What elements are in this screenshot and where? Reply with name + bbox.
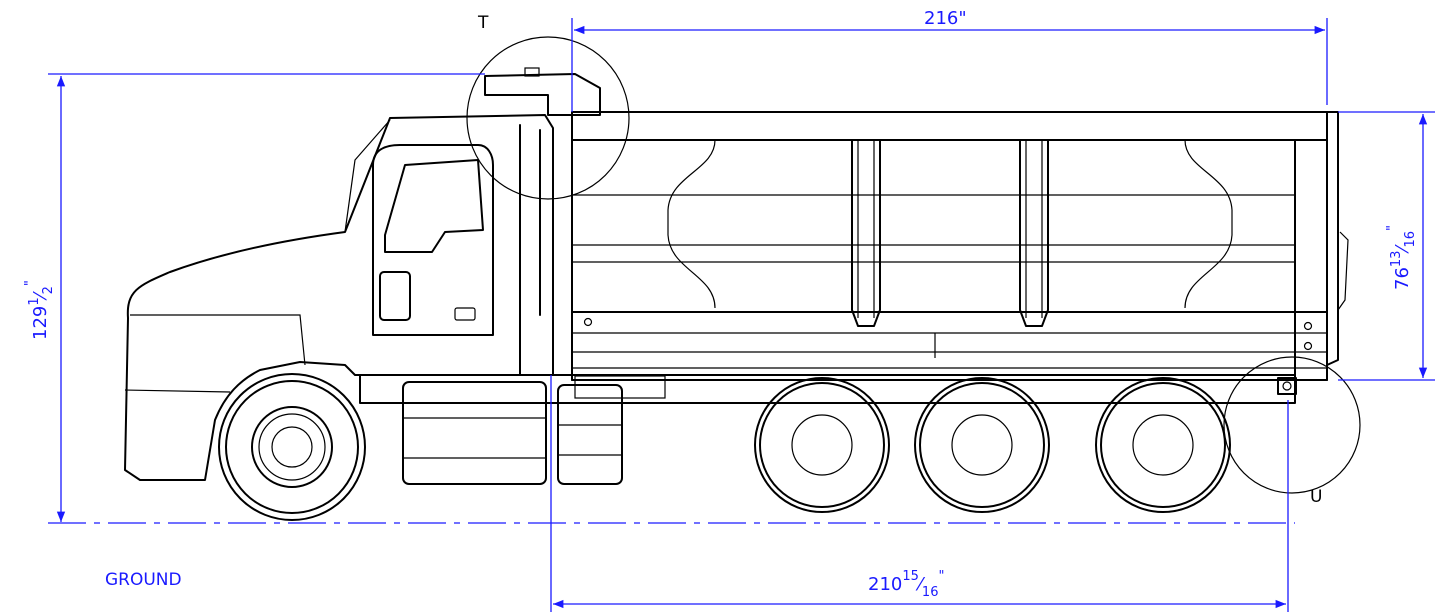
dimension-bottom-length: 21015⁄16": [550, 375, 1289, 612]
dimension-overall-height: 1291⁄2": [23, 73, 485, 522]
dump-body: [571, 111, 1349, 381]
svg-text:7613⁄16": 7613⁄16": [1385, 225, 1418, 290]
dimension-body-height: 7613⁄16": [1338, 111, 1435, 381]
truck-cab: [124, 67, 601, 481]
top-length-label: 216": [924, 8, 967, 29]
rear-wheel-2: [914, 377, 1050, 513]
detail-circle-t: [466, 36, 630, 200]
detail-label-u: U: [1310, 487, 1322, 507]
detail-label-t: T: [477, 13, 489, 33]
dimension-top-length: 216": [571, 8, 1328, 112]
detail-circle-u: [1223, 356, 1361, 494]
overall-height-label: 1291⁄2": [23, 280, 56, 340]
body-height-label: 7613⁄16": [1385, 225, 1418, 290]
rear-wheel-3: [1095, 377, 1231, 513]
chassis-frame: [359, 374, 1297, 485]
front-wheel: [218, 373, 366, 521]
ground-label: GROUND: [105, 570, 182, 590]
bottom-length-label: 21015⁄16": [868, 569, 944, 600]
rear-wheel-1: [754, 377, 890, 513]
svg-text:1291⁄2": 1291⁄2": [23, 280, 56, 340]
